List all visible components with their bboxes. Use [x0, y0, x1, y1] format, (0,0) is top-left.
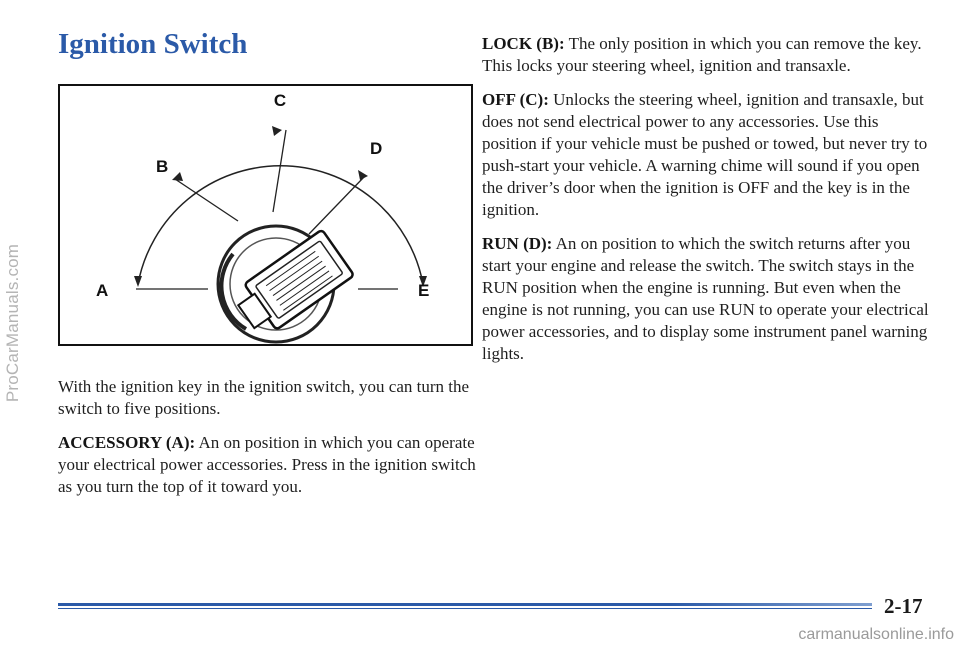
line-b — [174, 178, 239, 222]
run-heading: RUN (D): — [482, 234, 553, 253]
arrow-e — [419, 276, 427, 287]
side-watermark: ProCarManuals.com — [0, 0, 26, 646]
side-watermark-text: ProCarManuals.com — [3, 243, 22, 403]
page-number: 2-17 — [884, 594, 923, 618]
off-paragraph: OFF (C): Unlocks the steering wheel, ign… — [482, 89, 930, 221]
accessory-text: An on position in which you can operate … — [58, 433, 476, 496]
ignition-switch-diagram: C B D A E — [58, 84, 473, 346]
off-text: Unlocks the steering wheel, ignition and… — [482, 90, 928, 219]
arrow-a — [134, 276, 142, 287]
ignition-key-icon — [236, 229, 354, 330]
accessory-paragraph: ACCESSORY (A): An on position in which y… — [58, 432, 478, 498]
left-column: With the ignition key in the ignition sw… — [58, 376, 478, 510]
run-paragraph: RUN (D): An on position to which the swi… — [482, 233, 930, 365]
accessory-heading: ACCESSORY (A): — [58, 433, 196, 452]
label-b: B — [156, 157, 168, 176]
bottom-watermark: carmanualsonline.info — [798, 626, 954, 643]
lock-heading: LOCK (B): — [482, 34, 565, 53]
line-d — [308, 176, 365, 235]
arrow-d — [358, 170, 368, 180]
footer-rule-thin — [58, 608, 872, 609]
arrow-b — [172, 172, 183, 181]
label-d: D — [370, 139, 382, 158]
label-a: A — [96, 281, 108, 300]
label-e: E — [418, 281, 429, 300]
lock-paragraph: LOCK (B): The only position in which you… — [482, 33, 930, 77]
lock-text: The only position in which you can remov… — [482, 34, 922, 75]
run-text: An on position to which the switch retur… — [482, 234, 929, 363]
right-column: LOCK (B): The only position in which you… — [482, 33, 930, 377]
off-heading: OFF (C): — [482, 90, 549, 109]
footer-rule — [58, 603, 872, 606]
line-c — [272, 129, 287, 213]
section-title: Ignition Switch — [58, 28, 248, 60]
arrow-c — [272, 126, 282, 136]
intro-paragraph: With the ignition key in the ignition sw… — [58, 377, 470, 418]
label-c: C — [274, 91, 286, 110]
